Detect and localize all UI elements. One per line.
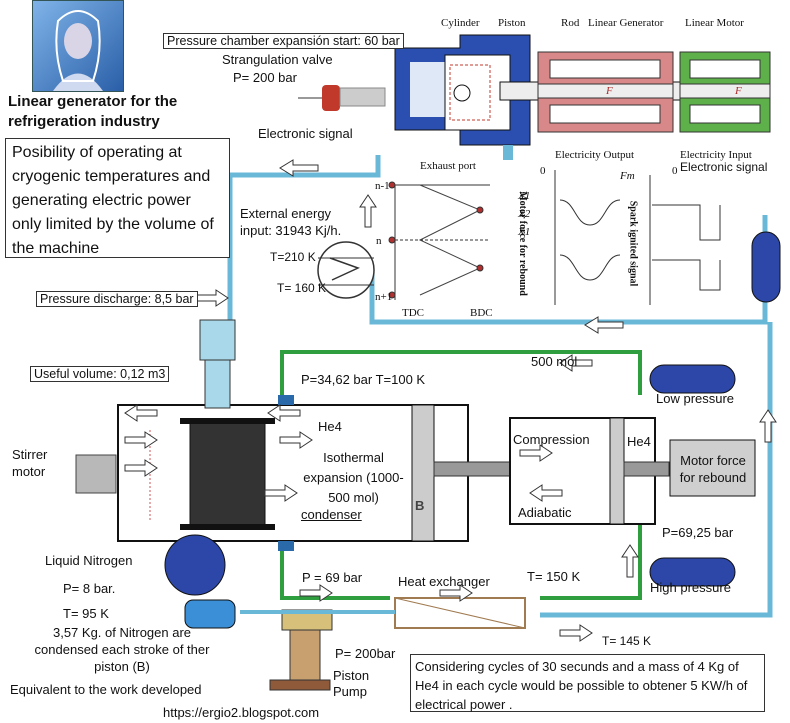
- p6925-label: P=69,25 bar: [662, 525, 734, 540]
- piston-b-label: B: [415, 498, 425, 513]
- n-minus-1-label: n-1: [375, 180, 390, 192]
- n-label: n: [376, 235, 382, 247]
- green-pipe-network: [280, 350, 642, 600]
- nitrogen-condensed-label: 3,57 Kg. of Nitrogen are condensed each …: [34, 625, 210, 674]
- considering-box: Considering cycles of 30 secunds and a m…: [410, 654, 765, 712]
- piston-label: Piston: [498, 17, 526, 29]
- zero-label-2: 0: [672, 165, 678, 177]
- high-pressure-label: High pressure: [650, 580, 731, 595]
- exhaust-port-label: Exhaust port: [420, 160, 476, 172]
- pressure-temperature-label: P=34,62 bar T=100 K: [301, 372, 426, 387]
- p8-label: P= 8 bar.: [63, 581, 116, 596]
- mol500-label: 500 mol: [531, 354, 578, 369]
- x1b-label: X1: [518, 226, 531, 238]
- heat-exchanger-label: Heat exchanger: [398, 574, 490, 589]
- fm-graph-label: Fm: [620, 170, 635, 182]
- p200-label: P= 200 bar: [233, 70, 297, 85]
- electricity-input-label: Electricity Input: [680, 149, 752, 161]
- t95-label: T= 95 K: [63, 606, 109, 621]
- electronic-signal-left-label: Electronic signal: [258, 126, 353, 141]
- useful-volume-label: Useful volume: 0,12 m3: [30, 366, 170, 382]
- n-plus-1-label: n+1: [375, 291, 393, 303]
- spark-signal-vertical-label: Spark ignited signal: [627, 200, 639, 287]
- cylinder-label: Cylinder: [441, 17, 480, 29]
- stirrer-motor-label: Stirrer motor: [12, 447, 48, 479]
- he4-label: He4: [318, 419, 342, 434]
- pressure-chamber-label: Pressure chamber expansión start: 60 bar: [163, 33, 404, 49]
- isothermal-expansion-label: Isothermal expansion (1000-500 mol): [303, 450, 404, 505]
- pressure-discharge-label: Pressure discharge: 8,5 bar: [36, 291, 198, 307]
- portrait-figure-icon: [53, 10, 103, 91]
- t145-label: T= 145 K: [602, 634, 652, 648]
- linear-motor-drawing: [679, 51, 771, 133]
- electricity-output-label: Electricity Output: [555, 149, 635, 161]
- piston-pump-label: Piston Pump: [333, 668, 370, 699]
- motor-force-vertical-label: Motor force for rebound: [516, 191, 528, 296]
- portrait-image: [32, 0, 124, 92]
- strangulation-valve-drawing: [298, 85, 386, 111]
- p69-label: P = 69 bar: [302, 570, 363, 585]
- page-title: Linear generator for the refrigeration i…: [8, 93, 178, 130]
- heater-symbol: [317, 241, 375, 299]
- timing-graph: [388, 170, 721, 305]
- linear-generator-drawing: [537, 51, 674, 133]
- condenser-label: condenser: [301, 507, 362, 522]
- fr-label: F: [606, 85, 613, 97]
- fm-top-label: F: [735, 85, 742, 97]
- electronic-signal-right-label: Electronic signal: [680, 160, 768, 174]
- linear-generator-label: Linear Generator: [588, 17, 664, 29]
- adiabatic-label: Adiabatic: [518, 505, 572, 520]
- rod-label: Rod: [561, 17, 580, 29]
- equivalent-work-label: Equivalent to the work developed: [10, 682, 202, 697]
- x1a-label: X1: [518, 190, 531, 202]
- x2-label: X2: [518, 208, 531, 220]
- url-label[interactable]: https://ergio2.blogspot.com: [163, 705, 320, 720]
- zero-label-1: 0: [540, 165, 546, 177]
- t160-label: T= 160 K: [277, 281, 327, 295]
- t210-label: T=210 K: [270, 250, 316, 264]
- bottom-devices: [164, 534, 526, 691]
- tdc-label: TDC: [402, 307, 424, 319]
- linear-motor-label: Linear Motor: [685, 17, 744, 29]
- he4-right-label: He4: [627, 434, 651, 449]
- motor-force-rebound-label: Motor force for rebound: [679, 453, 747, 485]
- strangulation-valve-label: Strangulation valve: [222, 52, 333, 67]
- flow-arrows: [124, 159, 777, 642]
- t150-label: T= 150 K: [527, 569, 581, 584]
- low-pressure-label: Low pressure: [656, 391, 735, 406]
- compression-label: Compression: [513, 432, 590, 447]
- bdc-label: BDC: [470, 307, 493, 319]
- p200bar-label: P= 200bar: [335, 646, 396, 661]
- description-box: Posibility of operating at cryogenic tem…: [5, 138, 230, 258]
- liquid-nitrogen-label: Liquid Nitrogen: [45, 553, 133, 568]
- external-energy-label: External energy input: 31943 Kj/h.: [240, 206, 342, 238]
- pressure-tanks: [649, 231, 781, 587]
- main-cylinder: [75, 319, 756, 551]
